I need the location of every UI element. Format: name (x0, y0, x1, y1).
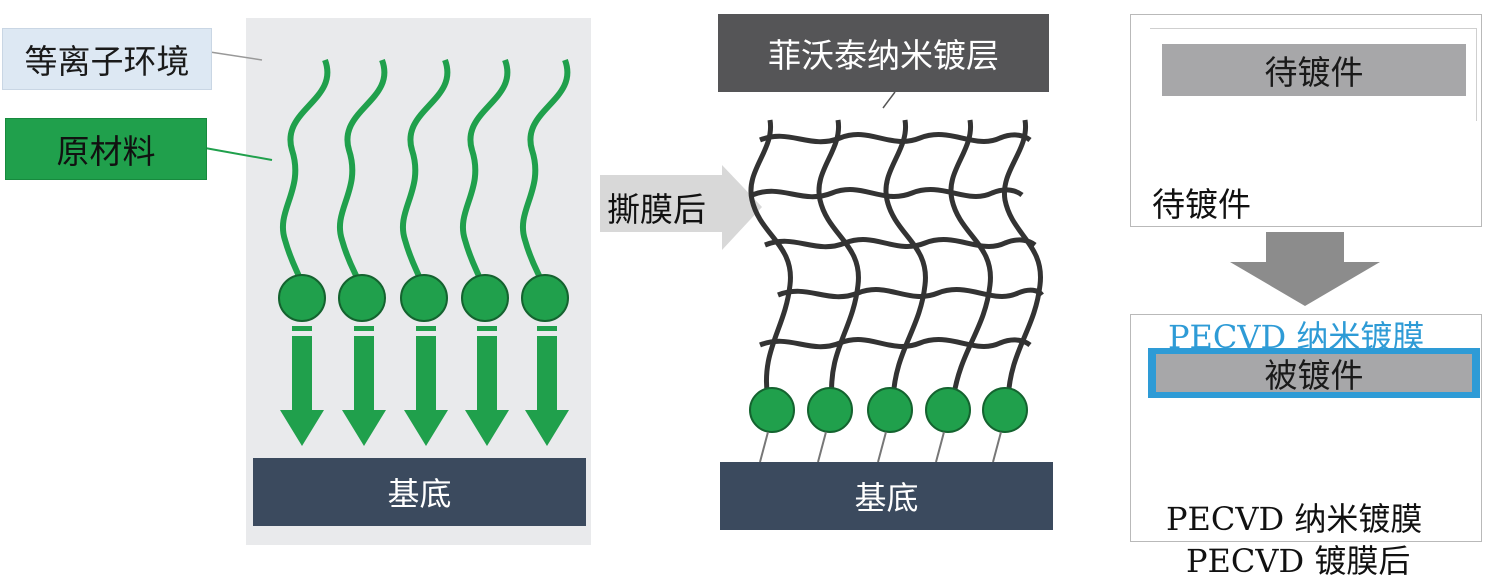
molecule-heads (278, 274, 569, 322)
plasma-leader-line (209, 51, 263, 61)
nano-coating-label: 菲沃泰纳米镀层 (718, 14, 1049, 92)
part-caption: 待镀件 (1152, 185, 1251, 224)
substrate-left: 基底 (253, 458, 586, 526)
process-down-arrow (1230, 232, 1380, 306)
after-coating-caption: PECVD 镀膜后 (1186, 542, 1411, 580)
raw-leader-line (204, 147, 273, 161)
mesh-h1 (759, 132, 1032, 145)
plasma-environment-label: 等离子环境 (2, 28, 212, 90)
coating-leader-line (882, 91, 896, 109)
arrow-1 (280, 326, 324, 446)
chain-4 (460, 58, 511, 286)
head-4 (461, 274, 509, 322)
anchor-lines (759, 431, 1002, 463)
head-1 (278, 274, 326, 322)
mesh-v1 (748, 119, 793, 401)
arrow-2 (342, 326, 386, 446)
substrate-middle: 基底 (720, 462, 1053, 530)
mesh-h5 (759, 337, 1032, 350)
coated-part-bar: 被镀件 (1156, 354, 1472, 395)
arrow-3 (404, 326, 448, 446)
mesh-h4 (777, 287, 1044, 300)
mesh-head-1 (749, 387, 795, 433)
mesh-heads (749, 387, 1028, 433)
mesh-v5 (1001, 119, 1043, 401)
raw-material-label: 原材料 (5, 118, 207, 180)
mesh-head-4 (925, 387, 971, 433)
head-3 (400, 274, 448, 322)
deposition-arrows (280, 326, 569, 446)
mesh-head-2 (807, 387, 853, 433)
molecule-chains (280, 58, 571, 286)
part-bar: 待镀件 (1162, 44, 1466, 96)
mesh-h3 (764, 237, 1037, 250)
chain-2 (337, 58, 388, 286)
head-2 (338, 274, 386, 322)
nano-mesh (748, 119, 1044, 401)
head-5 (521, 274, 569, 322)
inner-frame-line (1150, 28, 1477, 121)
arrow-4 (465, 326, 509, 446)
chain-1 (280, 58, 331, 286)
after-tear-arrow (600, 165, 762, 250)
mesh-v2 (816, 119, 861, 401)
mesh-head-5 (982, 387, 1028, 433)
arrow-5 (525, 326, 569, 446)
film-caption: PECVD 纳米镀膜 (1166, 500, 1423, 538)
chain-5 (520, 58, 571, 286)
mesh-h2 (751, 187, 1024, 200)
mesh-v4 (948, 119, 993, 401)
after-tear-label: 撕膜后 (607, 190, 706, 229)
mesh-head-3 (867, 387, 913, 433)
chain-3 (400, 58, 451, 286)
mesh-v3 (883, 119, 928, 401)
